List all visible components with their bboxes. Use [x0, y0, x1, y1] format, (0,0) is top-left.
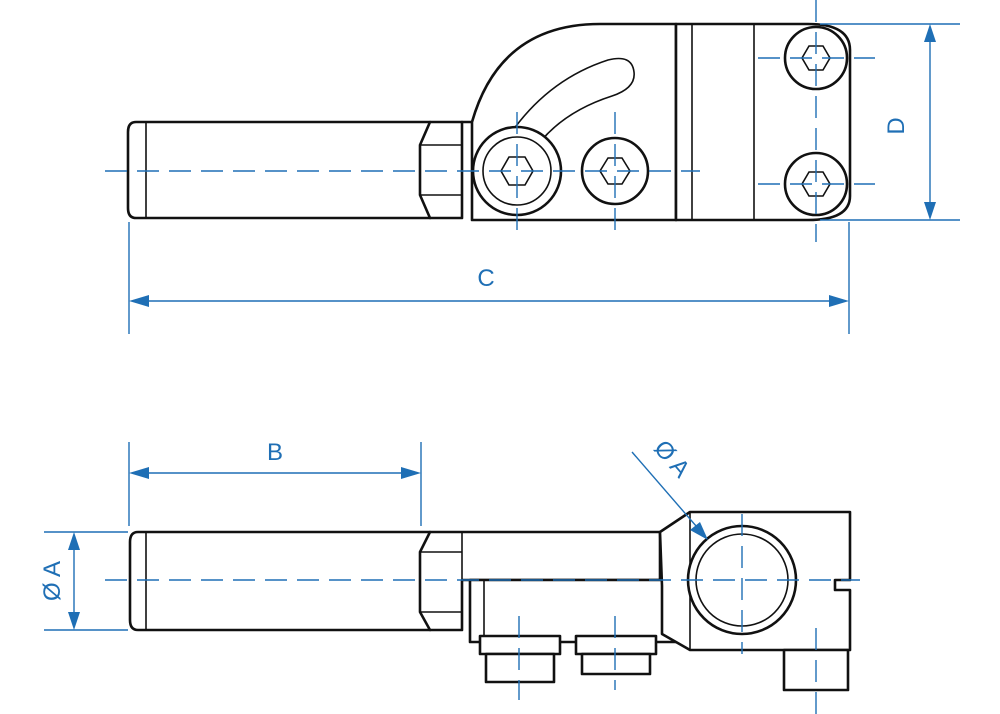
dimension-b: B [128, 439, 422, 526]
side-bolt-1 [478, 634, 562, 684]
top-arm-slot [498, 57, 635, 157]
top-mount-bolt-lower [783, 151, 849, 217]
dimension-a-left-label: Ø A [39, 561, 66, 601]
top-second-bolt [580, 136, 650, 206]
side-view [105, 510, 860, 714]
dimension-d-label: D [883, 117, 910, 134]
side-rod [128, 530, 432, 632]
top-view [105, 0, 875, 242]
dimension-b-label: B [267, 439, 283, 466]
dimension-c: C [128, 222, 850, 334]
top-mount-bolt-upper [783, 25, 849, 91]
top-rod [126, 120, 432, 220]
dimension-d: D [820, 23, 960, 221]
dimension-a-left: Ø A [39, 531, 128, 631]
side-bolt-2 [574, 634, 658, 676]
dimension-c-label: C [477, 265, 494, 292]
top-main-bolt [471, 125, 563, 217]
side-arm-plate [468, 578, 692, 644]
top-hex-nut [418, 120, 464, 220]
dimension-a-diagonal-label: Ø A [648, 435, 695, 483]
